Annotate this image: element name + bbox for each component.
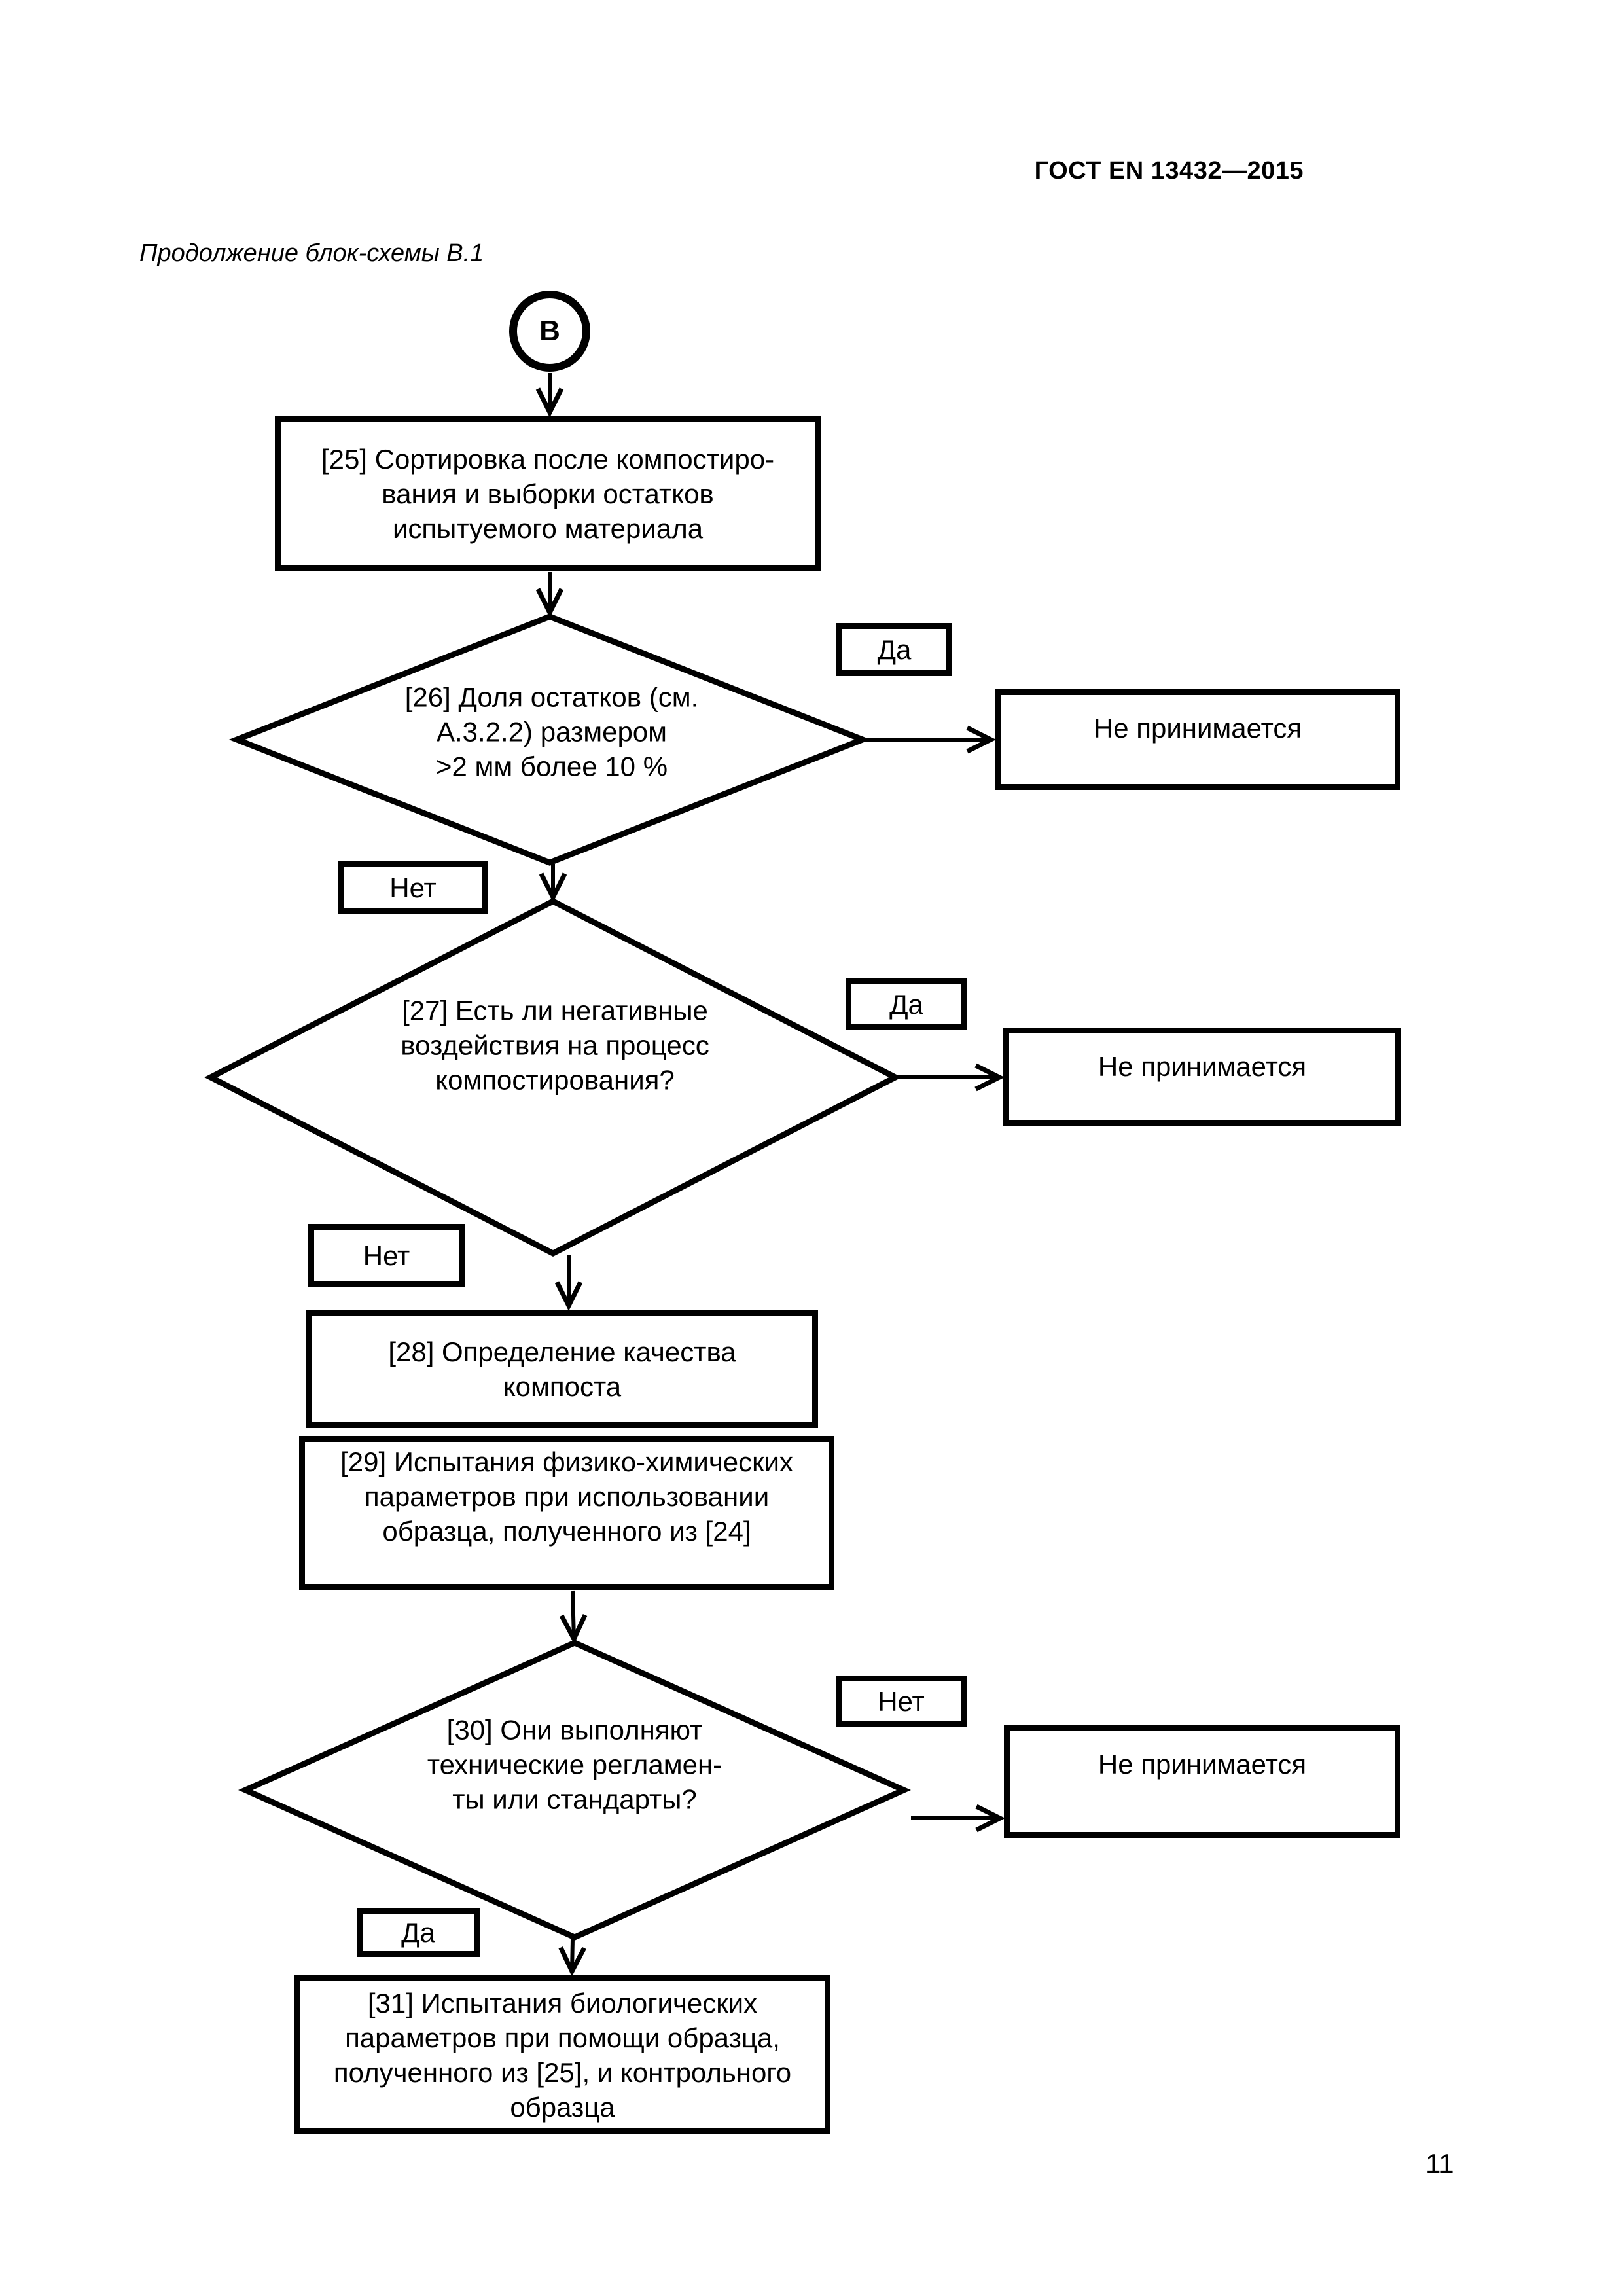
arrow-diamond30-to-box31 — [572, 1938, 573, 1971]
decision-diamond-26-text: [26] Доля остатков (см. А.3.2.2) размеро… — [404, 681, 699, 782]
process-box-29: [29] Испытания физико-химических парамет… — [299, 1436, 834, 1590]
decision-diamond-30-text: [30] Они выполняют технические регламен-… — [427, 1714, 722, 1815]
process-box-25: [25] Сортировка после компостиро- вания … — [275, 416, 821, 571]
decision-diamond-26-shape — [228, 613, 871, 866]
decision-diamond-27-shape — [204, 897, 902, 1257]
connector-circle-b: В — [509, 291, 590, 372]
no-label-box-1: Нет — [338, 861, 488, 914]
no-label-box-2: Нет — [308, 1224, 465, 1287]
decision-diamond-30-shape — [238, 1640, 912, 1941]
arrow-box29-to-diamond30 — [573, 1590, 574, 1639]
figure-caption: Продолжение блок-схемы В.1 — [139, 240, 484, 267]
yes-label-box-1: Да — [836, 623, 952, 676]
yes-label-box-2: Да — [846, 978, 967, 1030]
page-header: ГОСТ EN 13432—2015 — [1034, 157, 1304, 185]
rejected-box-2: Не принимается — [1003, 1028, 1401, 1126]
page-number: 11 — [1425, 2148, 1454, 2179]
rejected-box-1: Не принимается — [995, 689, 1400, 790]
no-label-box-3: Нет — [836, 1676, 967, 1727]
connector-label: В — [539, 315, 560, 347]
rejected-box-3: Не принимается — [1004, 1725, 1400, 1838]
process-box-31: [31] Испытания биологических параметров … — [294, 1975, 830, 2134]
process-box-28: [28] Определение качества компоста — [306, 1310, 818, 1428]
yes-label-box-3: Да — [357, 1908, 480, 1957]
decision-diamond-27-text: [27] Есть ли негативные воздействия на п… — [401, 995, 709, 1096]
